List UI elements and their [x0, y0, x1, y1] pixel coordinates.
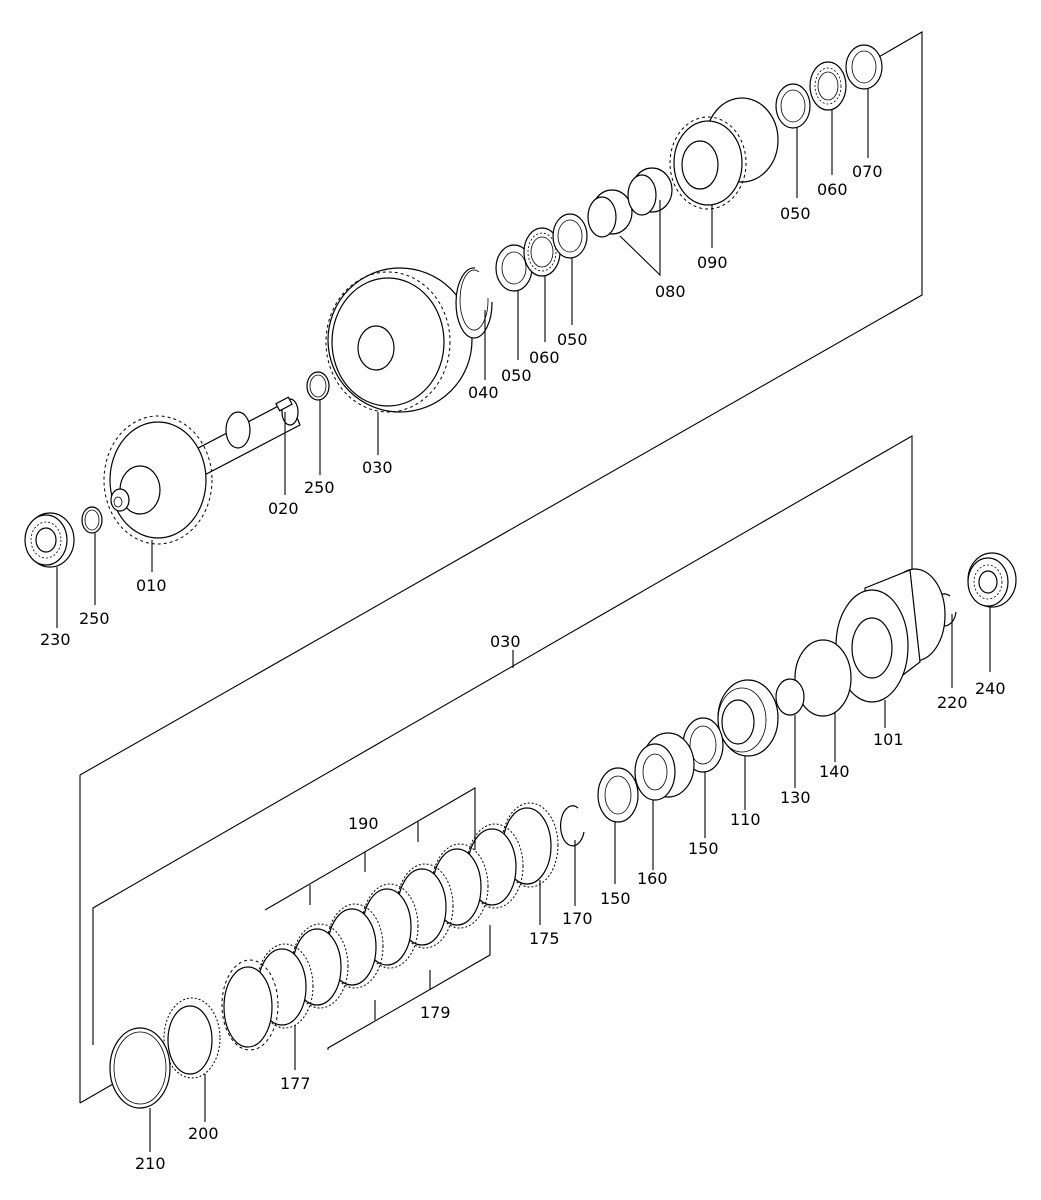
washer-050-c: [775, 83, 811, 198]
callout-070: 070: [852, 162, 883, 181]
callout-050: 050: [780, 204, 811, 223]
ring-250-left: [81, 506, 103, 605]
callout-250: 250: [79, 609, 110, 628]
bearing-230: [24, 512, 75, 628]
race-060-a: [523, 227, 561, 342]
gear-030: [325, 267, 473, 455]
callout-175: 175: [529, 929, 560, 948]
callout-060: 060: [529, 348, 560, 367]
spring-pack-160: [634, 732, 695, 870]
callout-210: 210: [135, 1154, 166, 1173]
o-ring-130: [775, 678, 805, 788]
callout-030: 030: [490, 632, 521, 651]
snap-ring-170: [560, 805, 585, 906]
lower-assembly-frame: [79, 435, 913, 1104]
callout-040: 040: [468, 383, 499, 402]
callout-labels: 230 250 010 020 250 030 040 050 060 050 …: [40, 162, 1006, 1173]
o-ring-140: [794, 639, 852, 762]
callout-050: 050: [501, 366, 532, 385]
callout-080: 080: [655, 282, 686, 301]
callout-030: 030: [362, 458, 393, 477]
bearing-240: [967, 552, 1017, 672]
washer-050-a: [495, 244, 533, 360]
shaft-gear-010: [103, 398, 301, 572]
washer-050-b: [552, 213, 588, 325]
callout-101: 101: [873, 730, 904, 749]
callout-230: 230: [40, 630, 71, 649]
callout-140: 140: [819, 762, 850, 781]
snap-ring-040: [455, 267, 493, 380]
callout-160: 160: [637, 869, 668, 888]
callout-010: 010: [136, 576, 167, 595]
callout-170: 170: [562, 909, 593, 928]
washer-150-b: [597, 767, 639, 884]
callout-060: 060: [817, 180, 848, 199]
callout-200: 200: [188, 1124, 219, 1143]
gear-090: [669, 97, 779, 248]
callout-150: 150: [688, 839, 719, 858]
callout-250: 250: [304, 478, 335, 497]
pin-020: [275, 396, 293, 495]
race-060-b: [809, 61, 847, 175]
callout-020: 020: [268, 499, 299, 518]
callout-220: 220: [937, 693, 968, 712]
needle-bearings-080: [587, 167, 673, 277]
piston-110: [717, 679, 779, 810]
clutch-drum-101: [835, 568, 946, 728]
callout-179: 179: [420, 1003, 451, 1022]
callout-240: 240: [975, 679, 1006, 698]
plate-200: [163, 959, 279, 1122]
callout-130: 130: [780, 788, 811, 807]
clutch-pack: [256, 787, 559, 1070]
ring-250-middle: [306, 371, 330, 475]
callout-050: 050: [557, 330, 588, 349]
ring-210: [109, 1027, 171, 1152]
callout-150: 150: [600, 889, 631, 908]
callout-190: 190: [348, 814, 379, 833]
callout-177: 177: [280, 1074, 311, 1093]
callout-110: 110: [730, 810, 761, 829]
callout-090: 090: [697, 253, 728, 272]
upper-assembly-frame: [79, 31, 923, 776]
washer-070: [845, 44, 883, 158]
